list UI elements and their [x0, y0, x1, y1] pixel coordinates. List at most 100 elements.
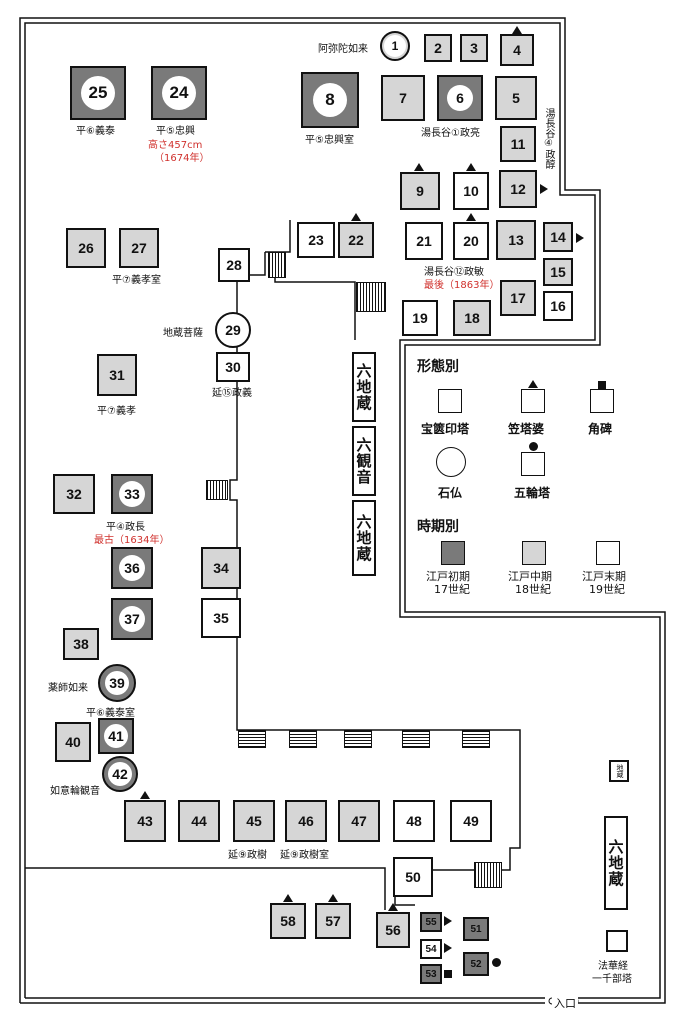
legend-sekibutsu-label: 石仏: [438, 486, 463, 500]
monument-13[interactable]: 13: [496, 220, 536, 260]
monument-18[interactable]: 18: [453, 300, 491, 336]
stairs: [462, 730, 490, 748]
monument-41[interactable]: 41: [98, 718, 134, 754]
legend-kakuhi-label: 角碑: [588, 422, 613, 436]
stairs: [402, 730, 430, 748]
kasatoba-marker: [576, 233, 584, 243]
kasatoba-marker: [444, 943, 452, 953]
monument-50[interactable]: 50: [393, 857, 433, 897]
monument-25[interactable]: 25: [70, 66, 126, 120]
monument-27[interactable]: 27: [119, 228, 159, 268]
monument-1[interactable]: 1: [380, 31, 410, 61]
kasatoba-marker: [414, 163, 424, 171]
monument-16[interactable]: 16: [543, 291, 573, 321]
monument-9[interactable]: 9: [400, 172, 440, 210]
kasatoba-marker: [444, 916, 452, 926]
label-nyoirin: 如意輪観音: [50, 786, 100, 797]
monument-37[interactable]: 37: [111, 598, 153, 640]
monument-30[interactable]: 30: [216, 352, 250, 382]
monument-7[interactable]: 7: [381, 75, 425, 121]
monument-47[interactable]: 47: [338, 800, 380, 842]
monument-46[interactable]: 46: [285, 800, 327, 842]
monument-53[interactable]: 53: [420, 964, 442, 984]
monument-51[interactable]: 51: [463, 917, 489, 941]
monument-6[interactable]: 6: [437, 75, 483, 121]
label-saigo: 最後（1863年）: [424, 280, 500, 291]
monument-48[interactable]: 48: [393, 800, 435, 842]
stairs: [268, 252, 286, 278]
monument-35[interactable]: 35: [201, 598, 241, 638]
monument-31[interactable]: 31: [97, 354, 137, 396]
monument-52[interactable]: 52: [463, 952, 489, 976]
monument-24[interactable]: 24: [151, 66, 207, 120]
monument-40[interactable]: 40: [55, 722, 91, 762]
legend-early-label-1: 江戸初期: [426, 570, 470, 583]
monument-8[interactable]: 8: [301, 72, 359, 128]
monument-38[interactable]: 38: [63, 628, 99, 660]
monument-10[interactable]: 10: [453, 172, 489, 210]
monument-17[interactable]: 17: [500, 280, 536, 316]
stairs: [474, 862, 502, 888]
monument-42[interactable]: 42: [102, 756, 138, 792]
kasatoba-marker: [466, 163, 476, 171]
monument-49[interactable]: 49: [450, 800, 492, 842]
monument-54[interactable]: 54: [420, 939, 442, 959]
monument-14[interactable]: 14: [543, 222, 573, 252]
monument-55[interactable]: 55: [420, 912, 442, 932]
kasatoba-marker: [466, 213, 476, 221]
monument-5[interactable]: 5: [495, 76, 537, 120]
monument-12[interactable]: 12: [499, 170, 537, 208]
legend-mid-label-2: 18世紀: [515, 583, 551, 596]
legend-mid-swatch: [522, 541, 546, 565]
kasatoba-marker: [388, 903, 398, 911]
monument-23[interactable]: 23: [297, 222, 335, 258]
monument-29[interactable]: 29: [215, 312, 251, 348]
monument-34[interactable]: 34: [201, 547, 241, 589]
monument-39[interactable]: 39: [98, 664, 136, 702]
legend-gorin-shape: [521, 452, 545, 476]
legend-houkyoin-shape: [438, 389, 462, 413]
legend-sekibutsu-shape: [436, 447, 466, 477]
monument-2[interactable]: 2: [424, 34, 452, 62]
monument-26[interactable]: 26: [66, 228, 106, 268]
label-height: 高さ457cm: [148, 140, 203, 151]
monument-20[interactable]: 20: [453, 222, 489, 260]
legend-kasatoba-label: 笠塔婆: [508, 422, 545, 436]
monument-44[interactable]: 44: [178, 800, 220, 842]
monument-28[interactable]: 28: [218, 248, 250, 282]
rokujizo-right[interactable]: 六地蔵: [604, 816, 628, 910]
monument-56[interactable]: 56: [376, 912, 410, 948]
label-en9-shitsu: 延⑨政樹室: [280, 850, 329, 861]
rokujizo-box-1[interactable]: 六地蔵: [352, 352, 376, 422]
monument-58[interactable]: 58: [270, 903, 306, 939]
stairs: [238, 730, 266, 748]
monument-15[interactable]: 15: [543, 258, 573, 286]
stairs: [344, 730, 372, 748]
label-height-year: （1674年）: [154, 153, 210, 164]
legend-form-title: 形態別: [417, 359, 459, 375]
rokujizo-box-2[interactable]: 六地蔵: [352, 500, 376, 576]
jizo-small[interactable]: 地蔵: [609, 760, 629, 782]
monument-33[interactable]: 33: [111, 474, 153, 514]
monument-45[interactable]: 45: [233, 800, 275, 842]
label-en9: 延⑨政樹: [228, 850, 267, 861]
label-hei7-yoshitaka-shitsu: 平⑦義孝室: [112, 275, 161, 286]
monument-19[interactable]: 19: [402, 300, 438, 336]
monument-57[interactable]: 57: [315, 903, 351, 939]
monument-36[interactable]: 36: [111, 547, 153, 589]
monument-4[interactable]: 4: [500, 34, 534, 66]
monument-3[interactable]: 3: [460, 34, 488, 62]
rokukannon-box[interactable]: 六観音: [352, 426, 376, 496]
monument-21[interactable]: 21: [405, 222, 443, 260]
legend-gorin-marker: [529, 442, 538, 451]
monument-43[interactable]: 43: [124, 800, 166, 842]
monument-11[interactable]: 11: [500, 126, 536, 162]
hokekyo-tower[interactable]: [606, 930, 628, 952]
monument-32[interactable]: 32: [53, 474, 95, 514]
label-hei5-tadaoki-shitsu: 平⑤忠興室: [305, 135, 354, 146]
stairs: [206, 480, 228, 500]
monument-22[interactable]: 22: [338, 222, 374, 258]
kasatoba-marker: [328, 894, 338, 902]
